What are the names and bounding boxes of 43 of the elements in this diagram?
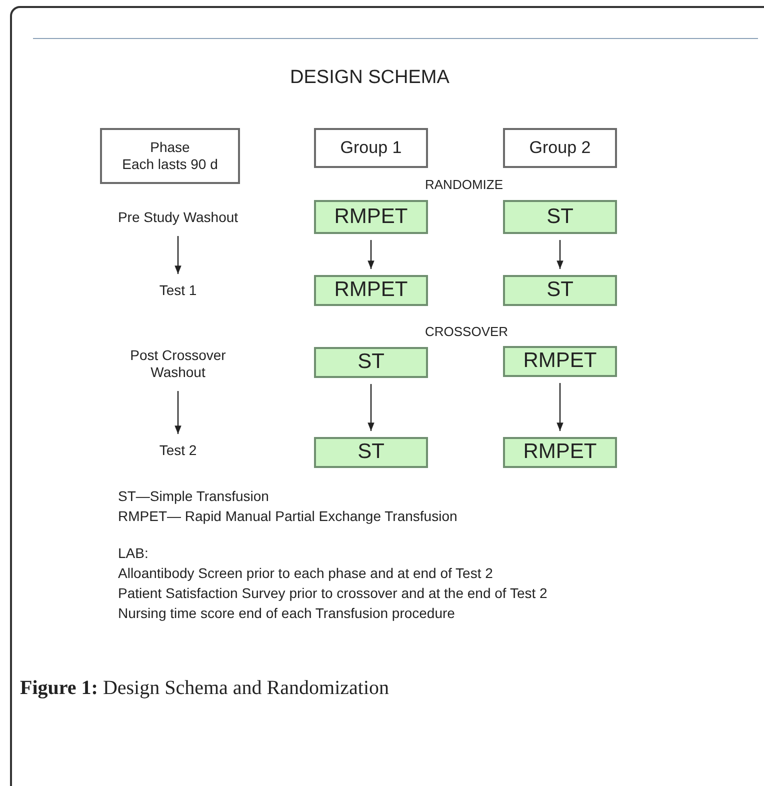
treatment-box (503, 346, 617, 377)
header-box (503, 128, 617, 168)
note-text: Alloantibody Screen prior to each phase and at end of Test 2 (118, 564, 493, 583)
box-text: RMPET (523, 348, 597, 374)
arrow (174, 236, 182, 274)
stage-label: RANDOMIZE (425, 176, 503, 194)
arrow (556, 383, 564, 431)
arrow (174, 391, 182, 434)
box-text: ST (546, 204, 574, 230)
header-box (100, 128, 240, 184)
box-text: Group 2 (529, 137, 591, 159)
diagram-title: DESIGN SCHEMA (290, 66, 450, 90)
box-text: RMPET (334, 204, 408, 230)
note-text: ST—Simple Transfusion (118, 487, 269, 506)
note-text: RMPET— Rapid Manual Partial Exchange Transfusion (118, 507, 458, 526)
box-text: ST (358, 439, 384, 466)
note-text: Nursing time score end of each Transfusion procedure (118, 604, 455, 623)
treatment-box (503, 275, 617, 306)
treatment-box (503, 437, 617, 468)
note-text: Patient Satisfaction Survey prior to crossover and at the end of Test 2 (118, 584, 548, 603)
stage-label: CROSSOVER (425, 323, 508, 341)
box-text: Phase (150, 138, 190, 156)
box-text: Each lasts 90 d (122, 156, 218, 174)
note-text: LAB: (118, 544, 148, 563)
box-text: Group 1 (340, 137, 402, 159)
phase-label: Test 1 (159, 282, 197, 300)
box-text: ST (546, 277, 574, 304)
phase-label: Pre Study Washout (118, 209, 238, 227)
box-text: RMPET (334, 277, 408, 304)
box-text: RMPET (523, 439, 597, 466)
treatment-box (314, 437, 428, 468)
figure-caption: Figure 1: Design Schema and Randomization (20, 676, 389, 701)
treatment-box (314, 347, 428, 378)
treatment-box (314, 275, 428, 306)
header-box (314, 128, 428, 168)
arrow (556, 240, 564, 269)
arrow (368, 384, 374, 431)
treatment-box (503, 200, 617, 234)
arrow (368, 240, 374, 269)
treatment-box (314, 200, 428, 234)
phase-label: Post Crossover Washout (129, 346, 227, 382)
box-text: ST (358, 349, 384, 376)
phase-label: Test 2 (159, 442, 197, 460)
